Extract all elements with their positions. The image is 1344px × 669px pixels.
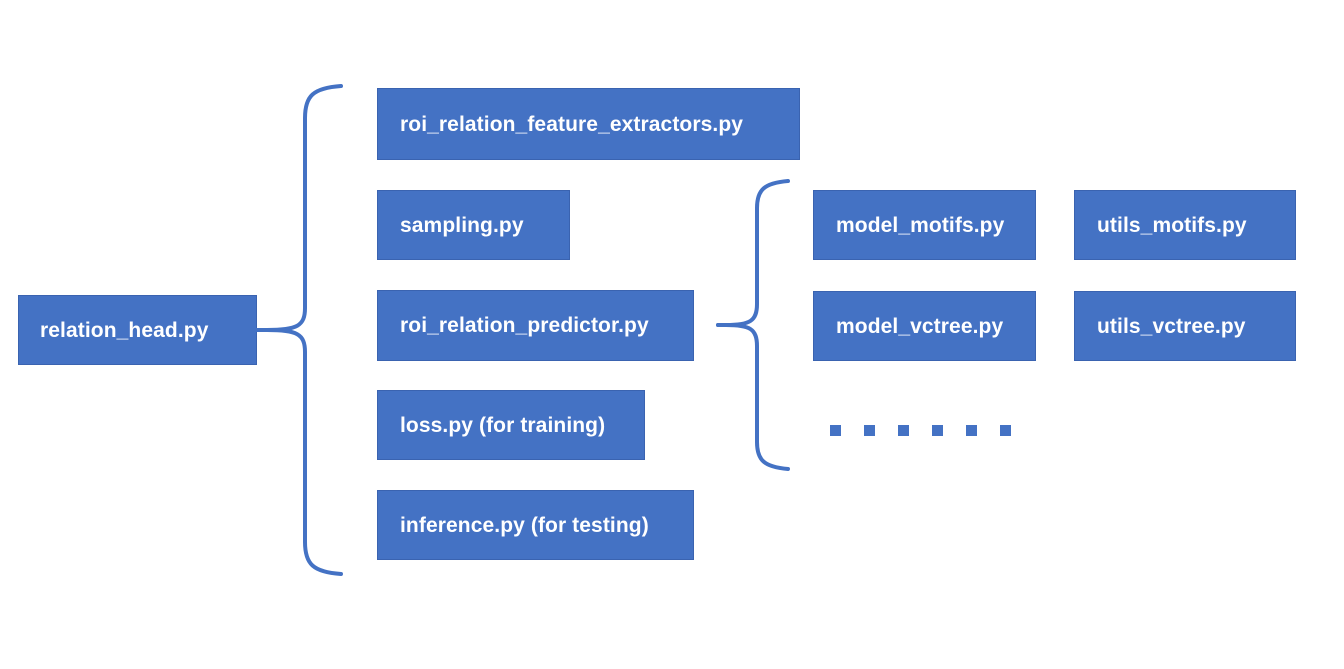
node-loss[interactable]: loss.py (for training) (377, 390, 645, 460)
brace-predictor-to-level2 (716, 179, 790, 471)
ellipsis-dot (898, 425, 909, 436)
node-model-vctree[interactable]: model_vctree.py (813, 291, 1036, 361)
ellipsis-dot (932, 425, 943, 436)
ellipsis-dot (864, 425, 875, 436)
ellipsis-dot (966, 425, 977, 436)
ellipsis-dot (830, 425, 841, 436)
node-inference[interactable]: inference.py (for testing) (377, 490, 694, 560)
brace-root-to-level1 (255, 84, 343, 576)
ellipsis-dot (1000, 425, 1011, 436)
node-utils-vctree[interactable]: utils_vctree.py (1074, 291, 1296, 361)
ellipsis-dots (830, 425, 1011, 436)
node-model-motifs[interactable]: model_motifs.py (813, 190, 1036, 260)
node-utils-motifs[interactable]: utils_motifs.py (1074, 190, 1296, 260)
node-roi-relation-feature-extractors[interactable]: roi_relation_feature_extractors.py (377, 88, 800, 160)
node-relation-head[interactable]: relation_head.py (18, 295, 257, 365)
node-roi-relation-predictor[interactable]: roi_relation_predictor.py (377, 290, 694, 361)
node-sampling[interactable]: sampling.py (377, 190, 570, 260)
